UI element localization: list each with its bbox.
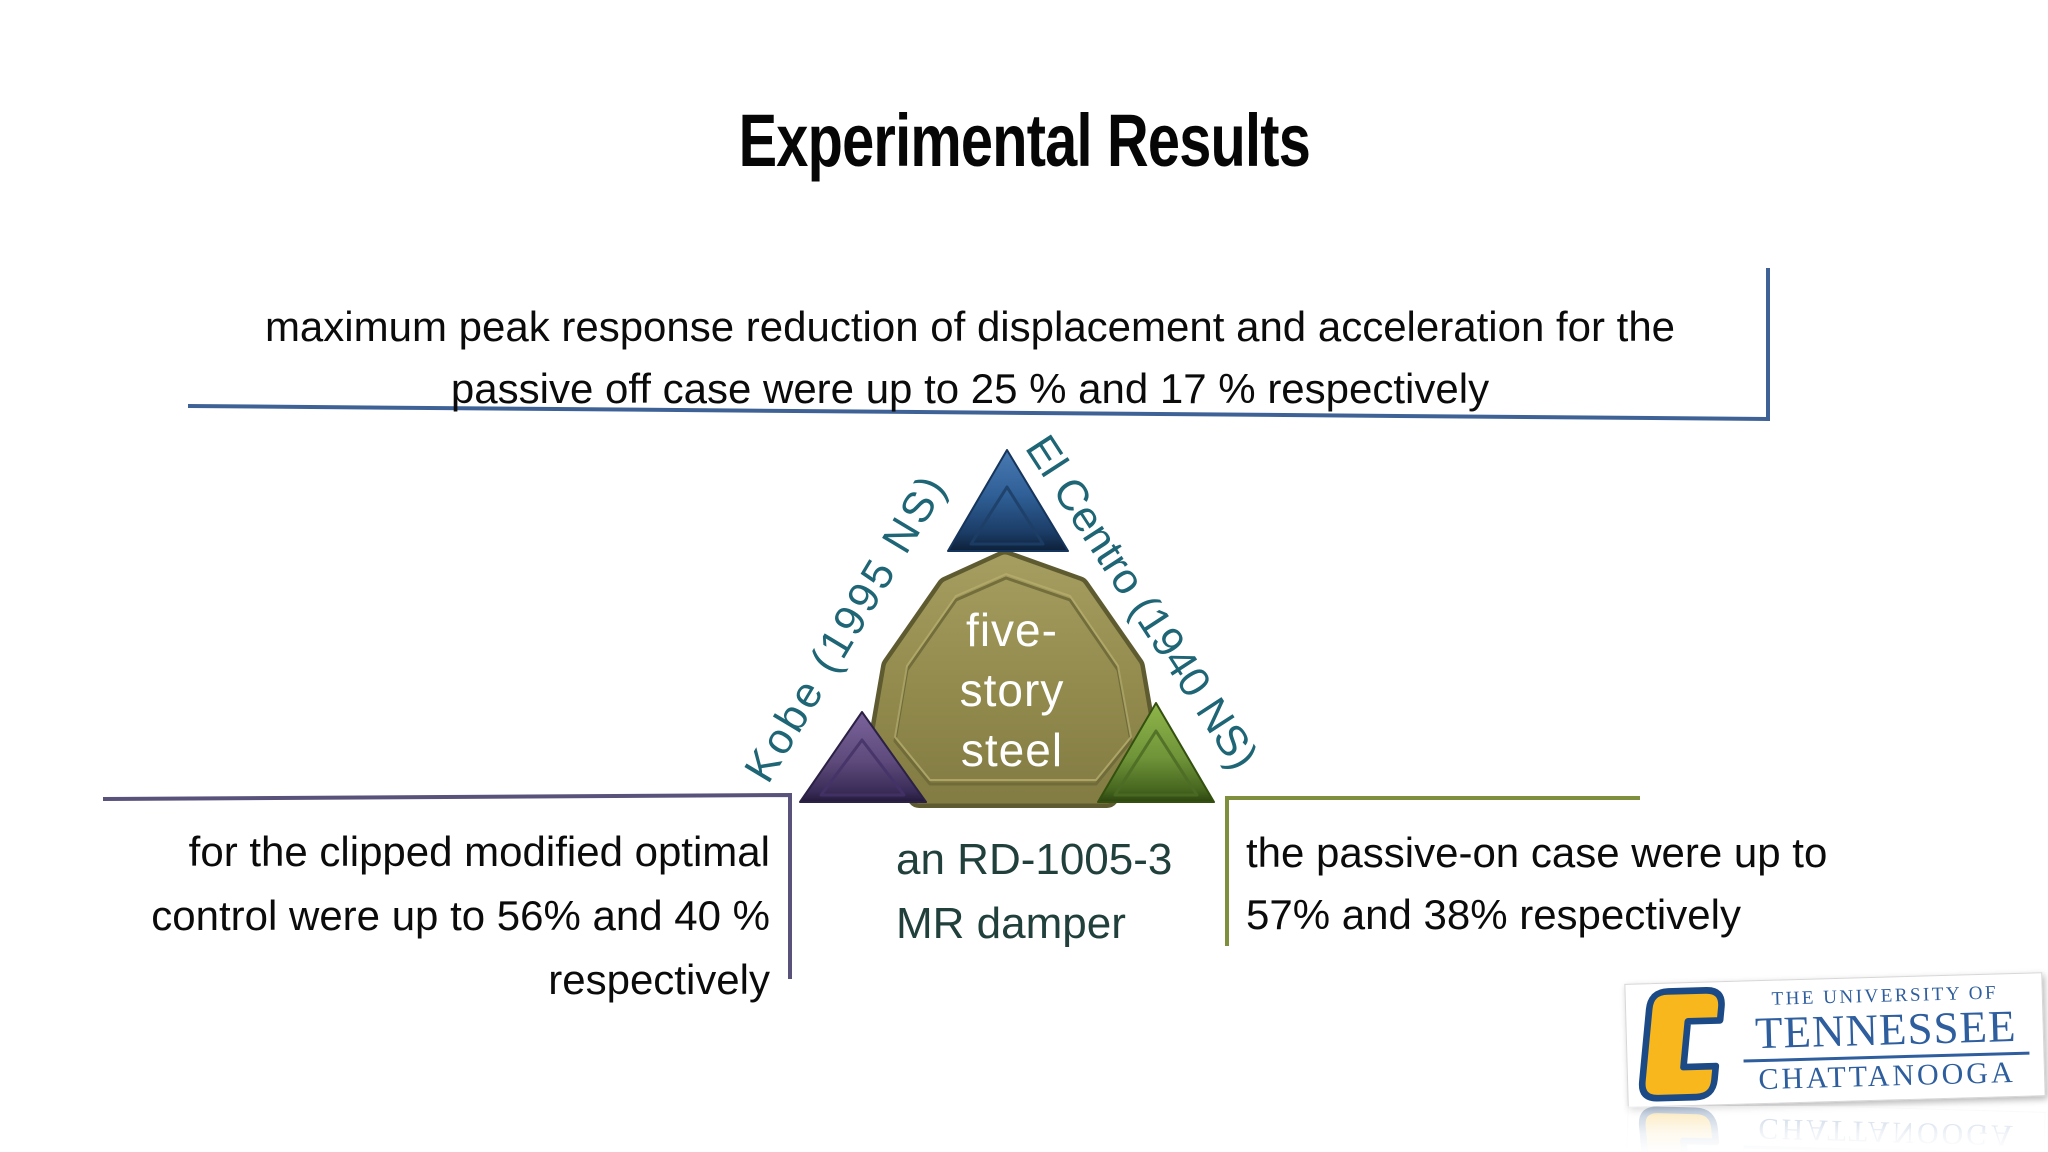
university-logo-card: THE UNIVERSITY OF TENNESSEE CHATTANOOGA xyxy=(1624,972,2046,1108)
right-callout-bracket xyxy=(1225,796,1640,946)
pyramid-center-label: five- story steel xyxy=(880,600,1144,780)
logo-reflection: THE UNIVERSITY OF TENNESSEE CHATTANOOGA xyxy=(1626,1106,2048,1152)
pyramid-right-triangle xyxy=(1097,702,1215,803)
logo-line-tennessee: TENNESSEE xyxy=(1754,1000,2018,1058)
mr-damper-line-2: MR damper xyxy=(896,899,1126,948)
right-callout-line-1: the passive-on case were up to xyxy=(1246,829,1828,876)
top-callout-line-2: passive off case were up to 25 % and 17 … xyxy=(450,365,1490,412)
logo-line-chattanooga: CHATTANOOGA xyxy=(1757,1055,2017,1096)
top-callout-bracket xyxy=(187,268,1770,422)
pyramid-center-line-2: story xyxy=(959,664,1065,716)
pyramid-top-triangle xyxy=(947,449,1069,552)
title-row: Experimental Results xyxy=(0,98,2048,183)
top-callout-text: maximum peak response reduction of displ… xyxy=(155,296,1785,420)
left-callout-line-2: control were up to 56% and 40 % xyxy=(151,892,770,939)
page-title: Experimental Results xyxy=(738,99,1310,182)
mr-damper-note: an RD-1005-3 MR damper xyxy=(896,828,1236,956)
left-callout-bracket xyxy=(102,792,792,979)
top-callout-line-1: maximum peak response reduction of displ… xyxy=(264,303,1676,350)
left-callout-line-1: for the clipped modified optimal xyxy=(188,828,770,875)
pyramid-left-triangle xyxy=(799,711,927,803)
left-callout-text: for the clipped modified optimal control… xyxy=(58,820,770,1012)
right-callout-text: the passive-on case were up to 57% and 3… xyxy=(1246,822,1926,946)
pyramid-center-line-1: five- xyxy=(966,604,1058,656)
pyramid-center-line-3: steel xyxy=(960,724,1064,776)
utc-power-c-icon xyxy=(1638,987,1725,1102)
university-logo-text: THE UNIVERSITY OF TENNESSEE CHATTANOOGA xyxy=(1736,982,2037,1096)
university-logo: THE UNIVERSITY OF TENNESSEE CHATTANOOGA … xyxy=(1624,972,2048,1152)
mr-damper-line-1: an RD-1005-3 xyxy=(896,835,1173,884)
left-callout-line-3: respectively xyxy=(548,956,770,1003)
logo-reflection-fade xyxy=(1626,1106,2048,1152)
right-callout-line-2: 57% and 38% respectively xyxy=(1246,891,1741,938)
pyramid-center-shape xyxy=(867,550,1159,808)
